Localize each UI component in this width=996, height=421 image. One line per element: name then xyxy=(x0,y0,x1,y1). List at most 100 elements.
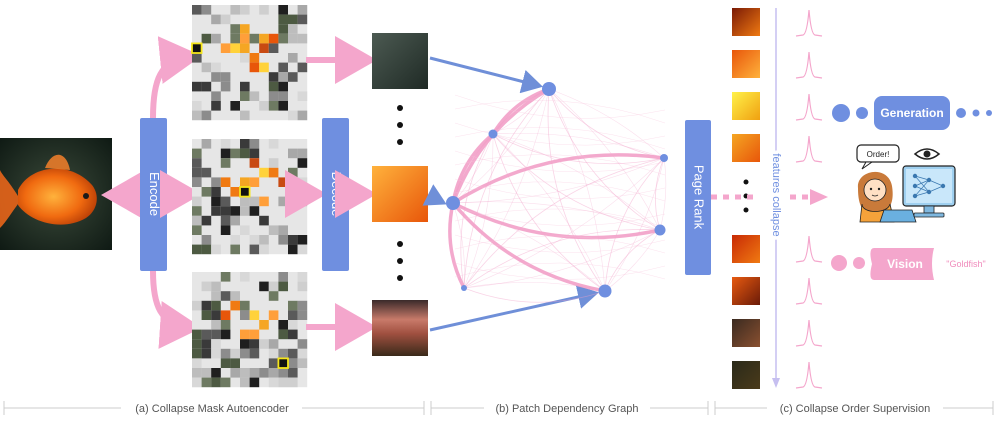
grid-patch xyxy=(278,33,288,44)
goldfish-output-label: "Goldfish" xyxy=(946,259,985,269)
grid-patch xyxy=(220,158,231,168)
graph-edge xyxy=(463,88,550,289)
grid-patch xyxy=(288,310,298,320)
distribution-peak xyxy=(795,51,823,79)
grid-patch xyxy=(249,244,260,255)
grid-patch xyxy=(288,24,298,34)
grid-patch xyxy=(297,148,308,159)
grid-patch xyxy=(220,225,231,235)
highlighted-patch xyxy=(239,186,251,198)
grid-patch xyxy=(278,91,288,101)
grid-patch xyxy=(192,81,202,92)
decoded-patch-top xyxy=(372,33,428,89)
graph-edge xyxy=(604,229,661,292)
grid-patch xyxy=(230,24,240,34)
graph-node xyxy=(542,82,556,96)
grid-patch xyxy=(278,101,288,111)
grid-patch xyxy=(249,339,260,349)
grid-patch xyxy=(201,300,212,311)
grid-patch xyxy=(268,348,279,359)
grid-patch xyxy=(211,62,221,73)
grid-patch xyxy=(259,33,269,44)
grid-patch xyxy=(297,281,308,292)
person-with-computer-illustration: Order! xyxy=(856,144,956,223)
arrow-to-tasks xyxy=(810,189,828,205)
grid-patch xyxy=(259,196,269,207)
grid-patch xyxy=(240,24,250,34)
grid-patch xyxy=(211,281,221,292)
grid-patch xyxy=(220,148,231,159)
grid-patch xyxy=(259,368,269,378)
grid-patch xyxy=(192,329,202,340)
monitor-icon xyxy=(902,165,956,218)
grid-patch xyxy=(288,167,298,178)
graph-edge xyxy=(463,287,606,303)
distribution-peak xyxy=(795,319,823,347)
graph-edge xyxy=(604,157,665,292)
generation-label: Generation xyxy=(880,106,943,120)
grid-patch xyxy=(211,72,221,82)
graph-edge xyxy=(451,201,606,293)
grid-patch xyxy=(249,158,260,168)
grid-patch xyxy=(220,215,231,226)
collapse-order-patch-column xyxy=(732,8,760,389)
grid-patch xyxy=(268,225,279,235)
grid-patch xyxy=(211,177,221,187)
page-rank-block xyxy=(685,120,711,275)
vision-token-large xyxy=(831,255,847,271)
grid-patch xyxy=(268,43,279,53)
grid-patch xyxy=(249,310,260,320)
grid-patch xyxy=(259,167,269,178)
collapse-order-patch xyxy=(732,361,760,389)
grid-patch xyxy=(278,377,288,388)
grid-patch xyxy=(288,358,298,368)
grid-patch xyxy=(240,33,250,44)
grid-patch xyxy=(278,281,288,292)
graph-edge xyxy=(659,157,667,231)
grid-patch xyxy=(240,196,250,207)
grid-patch xyxy=(192,206,202,216)
grid-patch xyxy=(288,148,298,159)
grid-patch xyxy=(230,187,240,197)
graph-edge xyxy=(492,133,606,292)
grid-patch xyxy=(297,310,308,320)
grid-patch xyxy=(249,53,260,63)
collapse-order-patch xyxy=(732,50,760,78)
grid-patch xyxy=(288,177,298,187)
grid-patch xyxy=(268,310,279,320)
graph-edge xyxy=(454,150,666,173)
grid-patch xyxy=(249,196,260,207)
section-a-bracket xyxy=(3,401,425,415)
grid-patch xyxy=(192,53,202,63)
grid-patch xyxy=(278,272,288,282)
grid-patch xyxy=(297,177,308,187)
distribution-peak xyxy=(795,135,823,163)
grid-patch xyxy=(220,14,231,25)
graph-node xyxy=(461,285,467,291)
grid-patch xyxy=(297,5,308,15)
grid-patch xyxy=(297,300,308,311)
grid-patch xyxy=(230,215,240,226)
grid-patch xyxy=(201,235,212,245)
grid-patch xyxy=(268,377,279,388)
grid-patch xyxy=(259,339,269,349)
grid-patch xyxy=(230,235,240,245)
grid-patch xyxy=(268,281,279,292)
graph-edge xyxy=(454,206,666,226)
section-b-bracket xyxy=(430,401,709,415)
arrow-patch-mid-to-node xyxy=(422,184,447,206)
grid-patch xyxy=(288,320,298,330)
speech-bubble xyxy=(856,144,900,163)
highlighted-patch xyxy=(191,42,203,54)
grid-patch xyxy=(278,320,288,330)
graph-edge xyxy=(548,88,606,292)
graph-edge xyxy=(451,132,495,204)
grid-patch xyxy=(240,300,250,311)
grid-patch xyxy=(297,187,308,197)
grid-patch xyxy=(268,81,279,92)
grid-patch xyxy=(230,348,240,359)
decoded-patch-middle xyxy=(372,166,428,222)
grid-patch xyxy=(240,310,250,320)
grid-patch xyxy=(297,14,308,25)
